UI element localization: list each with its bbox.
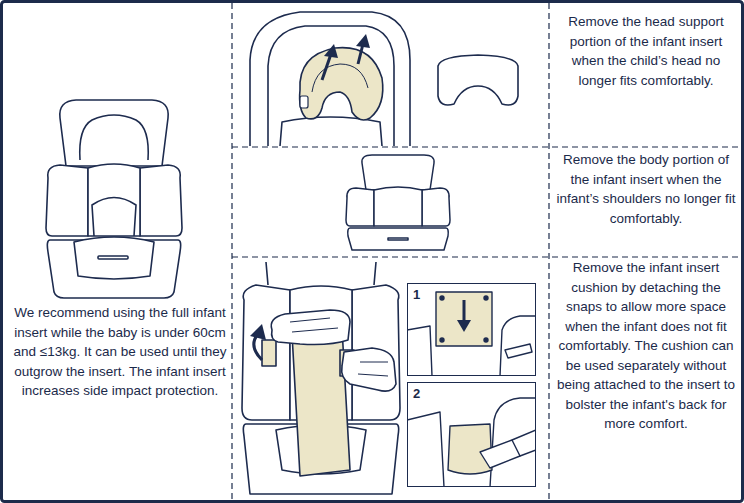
head-support-removal-illustration-part xyxy=(300,48,383,120)
body-portion-illustration-part xyxy=(346,188,374,226)
cushion-removal-illustration-part xyxy=(242,285,290,420)
cell-divider-part xyxy=(548,3,549,500)
head-support-removal-illustration-part xyxy=(356,34,370,48)
car-seat-illustration-part xyxy=(60,100,168,166)
car-seat-illustration xyxy=(46,100,182,298)
inset-illustration-part xyxy=(480,440,520,468)
head-support-removal-illustration-part xyxy=(300,96,308,108)
car-seat-illustration-part xyxy=(140,165,182,236)
head-support-removal-illustration-part xyxy=(324,44,338,58)
inset-illustration-part xyxy=(407,326,432,376)
car-seat-illustration-part xyxy=(92,198,136,237)
inset-illustration-part xyxy=(457,320,471,332)
inset-illustration-part xyxy=(448,424,492,474)
inset-illustration-part xyxy=(512,430,536,456)
head-support-removal-illustration-part xyxy=(250,12,410,146)
head-support-removal-illustration-part xyxy=(322,54,331,80)
instruction-panel: Remove the head support portion of the i… xyxy=(553,12,739,90)
instruction-text: Remove the body portion of the infant in… xyxy=(553,150,739,228)
head-support-removal-illustration-part xyxy=(358,44,363,64)
inset-illustration xyxy=(407,398,536,487)
body-portion-illustration-part xyxy=(374,187,422,226)
inset-illustration-part xyxy=(436,292,492,346)
cushion-removal-illustration-part xyxy=(250,324,266,340)
instruction-text: We recommend using the full infant inser… xyxy=(8,303,232,401)
cushion-removal-illustration-part xyxy=(262,340,276,366)
head-support-removal-illustration xyxy=(250,12,518,146)
note-panel: We recommend using the full infant inser… xyxy=(8,303,232,401)
step-inset: 2 xyxy=(407,382,536,487)
body-portion-illustration xyxy=(346,155,450,250)
inset-illustration-part xyxy=(440,338,444,342)
inset-illustration-part xyxy=(505,344,532,358)
body-portion-illustration-part xyxy=(422,188,450,226)
instruction-panel: Remove the infant insert cushion by deta… xyxy=(553,258,739,434)
cushion-removal-illustration-part xyxy=(271,310,350,345)
inset-illustration-part xyxy=(407,412,444,487)
car-seat-illustration-part xyxy=(46,165,88,236)
callout-number: 2 xyxy=(413,386,420,401)
instruction-text: Remove the head support portion of the i… xyxy=(553,12,739,90)
cushion-removal-illustration-part xyxy=(358,362,388,376)
cushion-removal-illustration-part xyxy=(290,318,338,332)
cell-divider-part xyxy=(232,256,741,257)
cell-divider xyxy=(232,3,741,500)
head-support-removal-illustration-part xyxy=(438,55,518,105)
cell-divider-part xyxy=(232,146,741,147)
step-inset: 1 xyxy=(407,283,536,376)
car-seat-illustration-part xyxy=(74,237,154,279)
head-support-removal-illustration-part xyxy=(280,117,382,146)
body-portion-illustration-part xyxy=(362,155,434,190)
body-portion-illustration-part xyxy=(388,238,408,240)
car-seat-illustration-part xyxy=(80,115,149,160)
cushion-removal-illustration xyxy=(242,262,400,494)
cushion-removal-illustration-part xyxy=(342,348,396,391)
inset-illustration-part xyxy=(463,300,466,322)
inset-illustration-part xyxy=(484,296,488,300)
inset-illustration-part xyxy=(500,316,536,376)
inset-illustration-part xyxy=(484,338,488,342)
instruction-text: Remove the infant insert cushion by deta… xyxy=(553,258,739,434)
inset-illustration-part xyxy=(440,296,444,300)
car-seat-illustration-part xyxy=(88,164,140,236)
body-portion-illustration-part xyxy=(348,228,449,250)
inset-illustration xyxy=(407,292,536,376)
cell-divider-part xyxy=(231,3,232,500)
head-support-removal-illustration-part xyxy=(312,64,368,92)
cushion-removal-illustration-part xyxy=(266,262,376,285)
car-seat-illustration-part xyxy=(98,256,128,259)
callout-number: 1 xyxy=(413,287,420,302)
head-support-removal-illustration-part xyxy=(268,26,394,146)
instruction-panel: Remove the body portion of the infant in… xyxy=(553,150,739,228)
